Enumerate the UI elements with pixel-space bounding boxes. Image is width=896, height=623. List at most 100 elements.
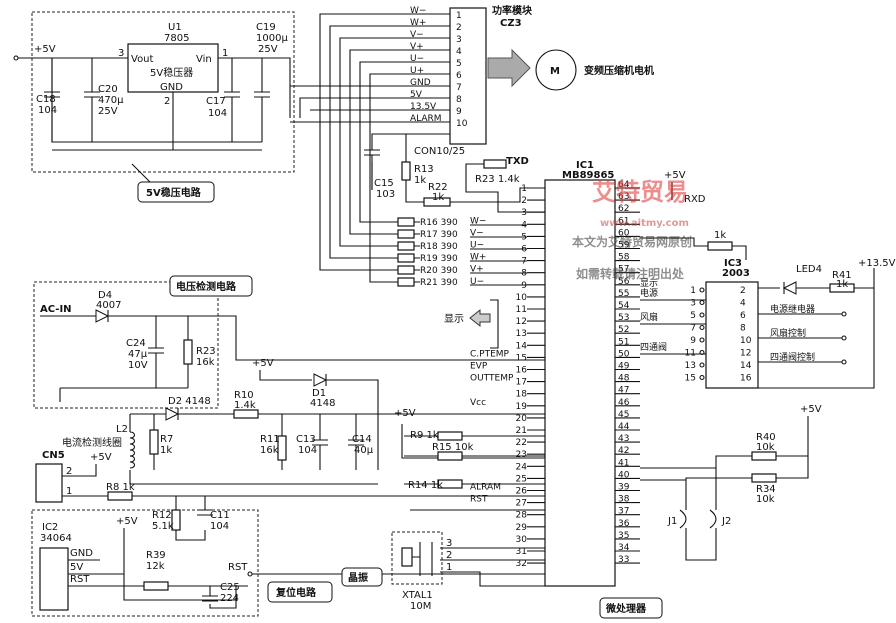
plus5v-terminal — [13, 55, 19, 61]
cn5-wires — [62, 464, 545, 497]
ic3-output-terminal — [841, 311, 847, 317]
ic1-left-pin-number: 8 — [521, 269, 527, 279]
r-top-resistor — [707, 241, 733, 251]
u1-pin2: 2 — [164, 96, 170, 107]
ic1-right-pin-number: 38 — [618, 495, 630, 505]
drive-resistor — [397, 253, 415, 263]
c13-capacitor — [312, 439, 328, 446]
ic1-left-pin-number: 7 — [521, 257, 527, 267]
ic2-pin-gnd: GND — [70, 548, 93, 559]
crystal-section-label: 晶振 — [348, 571, 368, 584]
c24-voltage: 10V — [128, 360, 148, 371]
ic1-right-pin-number: 45 — [618, 410, 629, 420]
watermark-url: www.aitmy.com — [600, 218, 689, 229]
r7-val: 1k — [160, 445, 172, 456]
drive-resistor-wire — [414, 221, 527, 226]
motor-label: 变频压缩机电机 — [584, 64, 654, 77]
r14-label: R14 1k — [408, 480, 443, 491]
c11-capacitor — [197, 509, 213, 516]
ic1-left-pin-number: 23 — [516, 450, 527, 460]
jumper-icons — [679, 509, 717, 529]
c25-ref: C25 — [220, 582, 240, 593]
c25-capacitor — [202, 595, 218, 602]
r39-val: 12k — [146, 561, 165, 572]
ic1-right-pin-number: 58 — [618, 253, 630, 263]
u1-pin1: 1 — [222, 48, 228, 59]
c24-val: 47μ — [128, 349, 148, 360]
ic1-left-pin-label: OUTTEMP — [470, 374, 514, 384]
c13-ref: C13 — [296, 434, 316, 445]
r22-ref: R22 — [428, 182, 448, 193]
ic1-left-pin-label: EVP — [470, 362, 488, 372]
u1-desc: 5V稳压器 — [150, 66, 193, 79]
c20-ref: C20 — [98, 84, 118, 95]
ic1-right-pin-number: 52 — [618, 325, 629, 335]
ic3-input-wires — [640, 299, 706, 355]
drive-resistor-wire — [414, 233, 527, 238]
rst-terminal — [247, 571, 253, 577]
ic1-right-pin-number: 39 — [618, 483, 630, 493]
r12-resistor — [171, 509, 181, 531]
ic3-right-pin-number: 6 — [740, 311, 746, 321]
r12-val: 5.1k — [152, 521, 174, 532]
ic1-right-pin-number: 63 — [618, 192, 629, 202]
plus5v-label: +5V — [34, 44, 56, 55]
r23-tx-ref: R23 1.4k — [475, 174, 520, 185]
reset-section-tag — [267, 581, 333, 603]
txd-wire — [465, 163, 545, 213]
ic1-left-pin-label: ALRAM — [470, 483, 501, 493]
drive-resistor-label: R21 390 — [420, 278, 458, 288]
watermark-logo: 艾特贸易 — [592, 178, 688, 206]
cz3-connector-type: CON10/25 — [414, 146, 465, 157]
r11-resistor — [277, 435, 287, 461]
watermark-line2: 如需转载请注明出处 — [576, 266, 685, 281]
cz3-pin-label: U− — [410, 54, 424, 64]
u1-part: 7805 — [164, 33, 189, 44]
r39-ref: R39 — [146, 550, 166, 561]
txd-label: TXD — [506, 156, 529, 167]
ic1-left-pin-number: 27 — [516, 499, 527, 509]
crystal-section-tag — [341, 567, 383, 587]
r10-ref: R10 — [234, 390, 254, 401]
ic1-left-pin-number: 24 — [516, 462, 528, 472]
reset-section-border — [31, 509, 259, 617]
ic1-left-pin-number: 9 — [521, 281, 527, 291]
ic3-left-pin-dot — [699, 287, 705, 293]
drive-resistor-label: R20 390 — [420, 266, 458, 276]
r41-val: 1k — [836, 279, 848, 290]
watermark: 艾特贸易 本文为艾特贸易网原创 如需转载请注明出处 www.aitmy.com — [572, 178, 692, 281]
r14-resistor — [437, 479, 463, 489]
motor-m: M — [550, 66, 560, 77]
c17-capacitor — [224, 58, 240, 142]
ic1-right-pin-number: 42 — [618, 446, 629, 456]
xtal1-icon — [401, 547, 413, 567]
d1-wire — [259, 370, 379, 470]
ic3-left-pin-number: 3 — [690, 299, 696, 309]
d4-diode-icon — [95, 309, 110, 323]
c19-capacitor — [254, 58, 270, 142]
ic1-right-pin-number: 34 — [618, 543, 630, 553]
r12-ref: R12 — [152, 510, 172, 521]
r23-voltage-resistor — [183, 339, 193, 365]
cz3-pin-label: 5V — [410, 90, 423, 100]
ic3-left-pin-number: 1 — [690, 286, 696, 296]
ic1-right-pin-number: 41 — [618, 458, 629, 468]
ic1-left-pin-number: 1 — [521, 184, 527, 194]
cz3-connector — [449, 7, 487, 145]
drive-resistor-label: R18 390 — [420, 242, 458, 252]
ic1-right-pin-number: 49 — [618, 362, 630, 372]
ic3-right-pin-number: 10 — [740, 336, 752, 346]
r13-ref: R13 — [414, 164, 434, 175]
ic1-left-pin-number: 10 — [516, 293, 528, 303]
c17-val: 104 — [208, 108, 227, 119]
c13-val: 104 — [298, 445, 317, 456]
ic1-left-pin-number: 25 — [516, 474, 527, 484]
reset-section-label: 复位电路 — [275, 586, 317, 599]
ic2-pin-5v: 5V — [70, 562, 83, 573]
c19-voltage: 25V — [258, 44, 278, 55]
cn5-plus5v: +5V — [90, 452, 112, 463]
cz3-pin-number: 2 — [456, 23, 462, 33]
drive-resistor-wire — [414, 245, 527, 250]
ic3-output-label: 电源继电器 — [770, 303, 815, 315]
motor-arrow — [487, 48, 531, 88]
